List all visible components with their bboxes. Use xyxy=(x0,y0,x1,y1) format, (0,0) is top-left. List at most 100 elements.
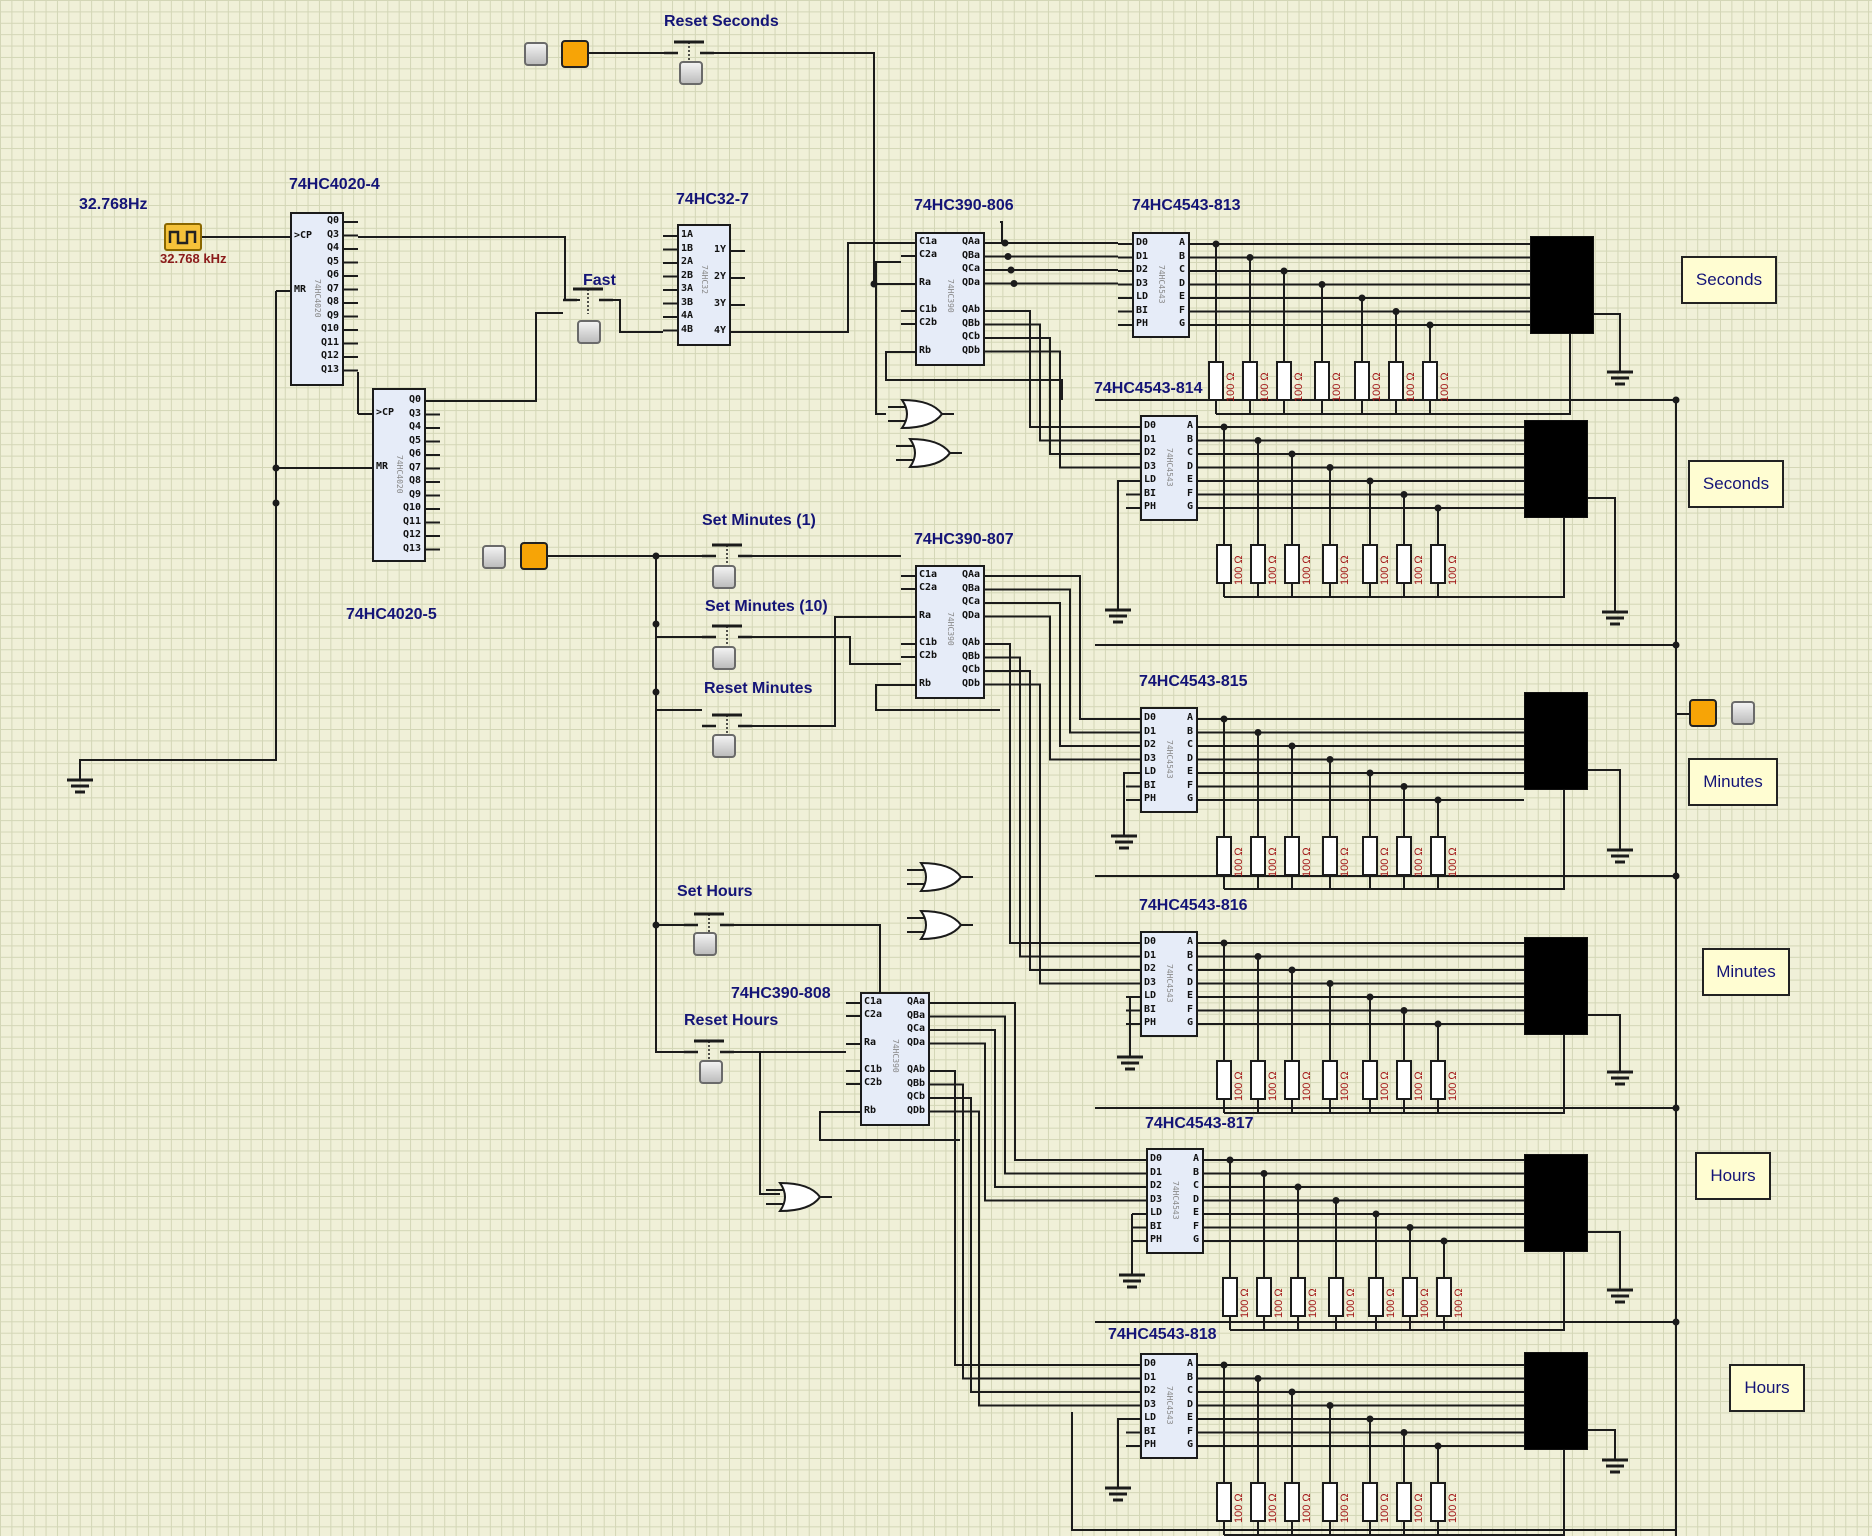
pin-label: 1Y xyxy=(713,244,726,255)
pin-label: Q6 xyxy=(326,269,339,280)
pin-label: PH xyxy=(1136,318,1149,329)
resistor-icon xyxy=(1402,1264,1418,1330)
clock-source-icon[interactable] xyxy=(164,223,202,251)
reset-minutes-button[interactable] xyxy=(712,734,736,758)
resistor-icon xyxy=(1328,1264,1344,1330)
resistor-value-label: 100 Ω xyxy=(1379,847,1391,877)
power-source-1-icon[interactable] xyxy=(561,40,589,68)
wire-junction xyxy=(1004,253,1012,260)
pin-label: F xyxy=(1186,1003,1193,1015)
resistor-icon xyxy=(1396,1469,1412,1535)
pin-label: D1 xyxy=(1150,1166,1163,1178)
pin-label: D xyxy=(1186,752,1193,764)
pin-label: D2 xyxy=(1144,963,1157,974)
pin-label: BI xyxy=(1144,1003,1157,1015)
common-wire xyxy=(1224,516,1565,598)
ground-icon xyxy=(1607,360,1633,386)
pin-label: Q13 xyxy=(402,542,421,554)
pin-label: MR xyxy=(376,461,389,472)
chip-label-4543-815: 74HC4543-815 xyxy=(1139,673,1248,690)
pin-label: 3A xyxy=(681,283,694,294)
clock-label: 32.768Hz xyxy=(79,196,148,213)
pin-label: C1b xyxy=(864,1064,883,1075)
pin-label: LD xyxy=(1136,291,1149,302)
bcd-wire xyxy=(944,1083,1126,1380)
switch-label-set-minutes-1: Set Minutes (1) xyxy=(702,512,816,529)
power-toggle-button-1[interactable] xyxy=(524,42,548,66)
ground-icon xyxy=(1105,1476,1131,1502)
power-toggle-button-3[interactable] xyxy=(1731,701,1755,725)
chip-label-4543-813: 74HC4543-813 xyxy=(1132,197,1241,214)
resistor-icon xyxy=(1396,1047,1412,1113)
pin-label: Q12 xyxy=(320,350,339,361)
chip-label-4020-5: 74HC4020-5 xyxy=(346,606,437,623)
chip-label-4543-818: 74HC4543-818 xyxy=(1108,1326,1217,1343)
ground-icon xyxy=(1602,1448,1628,1474)
set-minutes-10-button[interactable] xyxy=(712,646,736,670)
resistor-value-label: 100 Ω xyxy=(1225,372,1237,402)
power-source-3-icon[interactable] xyxy=(1689,699,1717,727)
switch-label-reset-minutes: Reset Minutes xyxy=(704,680,813,697)
switch-label-set-minutes-10: Set Minutes (10) xyxy=(705,598,828,615)
common-wire xyxy=(1224,1033,1565,1114)
pin-label: D1 xyxy=(1144,725,1157,737)
set-hours-button[interactable] xyxy=(693,932,717,956)
pin-label: Q7 xyxy=(326,282,339,294)
pin-label: C2b xyxy=(864,1077,883,1088)
resistor-value-label: 100 Ω xyxy=(1301,555,1313,585)
pin-label: LD xyxy=(1144,766,1157,777)
pin-label: C2a xyxy=(919,582,938,593)
pin-label: Q0 xyxy=(326,215,339,226)
resistor-icon xyxy=(1430,1469,1446,1535)
fast-button[interactable] xyxy=(577,320,601,344)
chip-label-390-808: 74HC390-808 xyxy=(731,985,831,1002)
wire-junction xyxy=(1001,239,1009,247)
ground-icon xyxy=(1105,598,1131,624)
power-source-2-icon[interactable] xyxy=(520,542,548,570)
pin-label: Ra xyxy=(864,1037,877,1048)
pin-label: QCb xyxy=(906,1091,925,1102)
pin-label: BI xyxy=(1144,487,1157,499)
pin-label: Q3 xyxy=(408,407,421,419)
note-seconds-1: Seconds xyxy=(1681,256,1777,304)
wire-junction xyxy=(1010,280,1018,287)
note-minutes-2: Minutes xyxy=(1702,948,1790,996)
reset-wire xyxy=(79,291,277,772)
resistor-icon xyxy=(1322,1469,1338,1535)
reset-hours-switch[interactable] xyxy=(684,1039,734,1066)
ground-wire xyxy=(1586,1429,1616,1448)
chip-label-4543-814: 74HC4543-814 xyxy=(1094,380,1203,397)
chip-label-4020-4: 74HC4020-4 xyxy=(289,176,380,193)
count-wire xyxy=(745,242,901,333)
pin-label: 2B xyxy=(681,269,694,281)
resistor-icon xyxy=(1322,1047,1338,1113)
bcd-wire xyxy=(944,1097,1126,1393)
bcd-wire xyxy=(999,350,1126,469)
pin-label: MR xyxy=(294,284,307,295)
pin-label: BI xyxy=(1144,1425,1157,1437)
reset-hours-button[interactable] xyxy=(699,1060,723,1084)
set-minutes-1-button[interactable] xyxy=(712,565,736,589)
pin-label: C2a xyxy=(864,1009,883,1020)
chip-label-390-806: 74HC390-806 xyxy=(914,197,1014,214)
pin-label: >CP xyxy=(294,230,313,241)
resistor-value-label: 100 Ω xyxy=(1267,847,1279,877)
reset-seconds-button[interactable] xyxy=(679,61,703,85)
pin-label: C2a xyxy=(919,249,938,260)
pin-label: A xyxy=(1186,712,1193,723)
bcd-decoder-4543-816 xyxy=(1140,931,1198,1037)
bcd-wire xyxy=(944,1110,1126,1407)
pin-label: D3 xyxy=(1144,752,1157,764)
or-gate-icon xyxy=(766,1181,832,1213)
feedback-wire xyxy=(999,221,1003,244)
resistor-value-label: 100 Ω xyxy=(1301,847,1313,877)
pin-label: Q11 xyxy=(320,336,339,348)
minutes-wire xyxy=(752,636,901,665)
pin-label: QAb xyxy=(906,1064,925,1075)
chip-part-number: 74HC4543 xyxy=(1165,964,1174,1003)
resistor-icon xyxy=(1430,1047,1446,1113)
resistor-value-label: 100 Ω xyxy=(1439,372,1451,402)
pin-label: E xyxy=(1178,291,1185,302)
power-toggle-button-2[interactable] xyxy=(482,545,506,569)
fast-switch[interactable] xyxy=(563,287,613,314)
